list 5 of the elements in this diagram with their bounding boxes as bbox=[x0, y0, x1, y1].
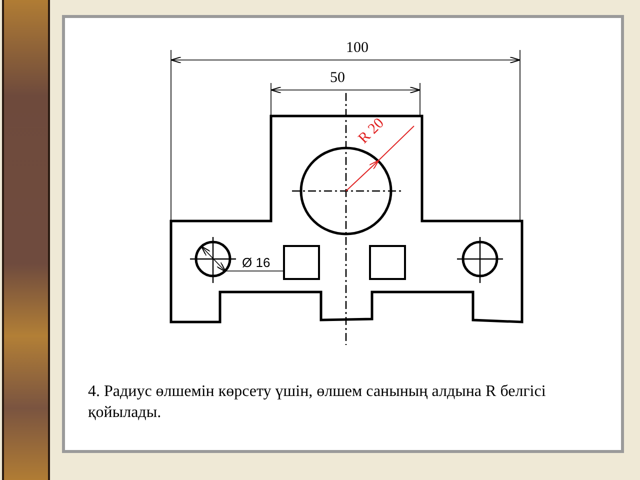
dimension-value: 100 bbox=[346, 41, 368, 56]
radius-value: R 20 bbox=[356, 116, 388, 147]
dimension-value: 50 bbox=[330, 71, 345, 86]
diameter-value: Ø 16 bbox=[242, 256, 270, 269]
note-text: 4. Радиус өлшемін көрсету үшін, өлшем санының алдына R белгісі қойылады. bbox=[88, 382, 547, 423]
